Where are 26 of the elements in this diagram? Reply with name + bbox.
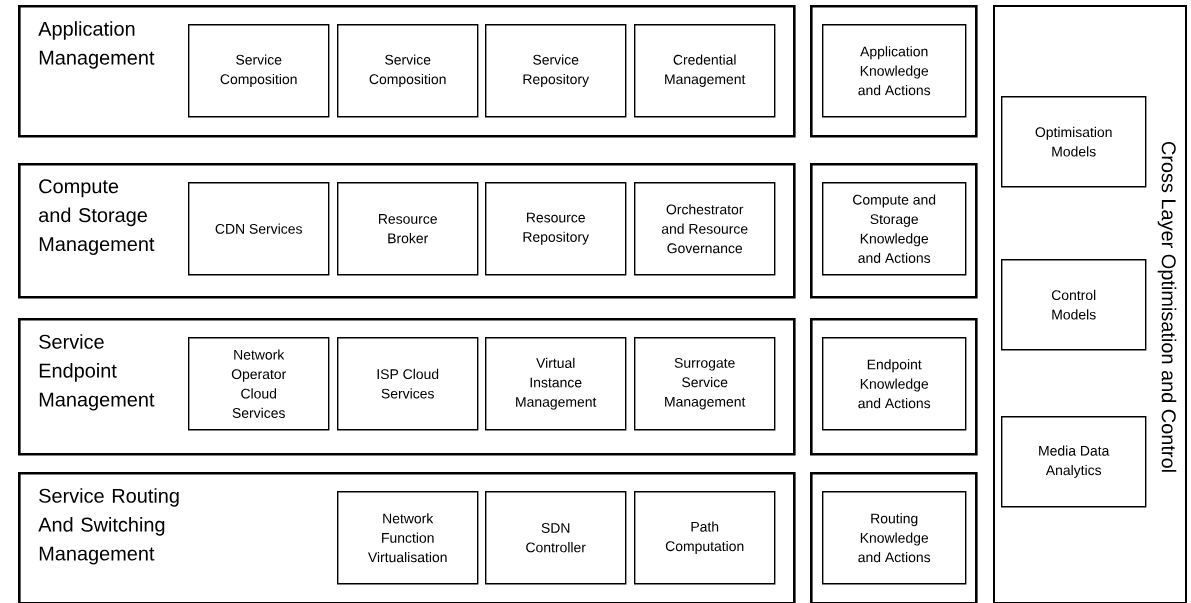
function-box: Optimisation Models (1001, 96, 1147, 188)
function-box: Network Function Virtualisation (337, 491, 479, 585)
function-box: Control Models (1001, 259, 1147, 351)
function-box: Virtual Instance Management (485, 337, 627, 431)
function-box: Network Operator Cloud Services (188, 337, 330, 431)
function-box: Path Computation (634, 491, 776, 585)
function-box: Compute and Storage Knowledge and Actions (822, 182, 967, 276)
function-box: Credential Management (634, 24, 776, 118)
knowledge-panel (810, 318, 978, 456)
function-box: Resource Repository (485, 182, 627, 276)
function-box: Service Composition (337, 24, 479, 118)
knowledge-panel (810, 163, 978, 299)
function-box: Application Knowledge and Actions (822, 24, 967, 118)
knowledge-panel (810, 472, 978, 603)
function-box: Media Data Analytics (1001, 416, 1147, 508)
function-box: Routing Knowledge and Actions (822, 491, 967, 585)
function-box: SDN Controller (485, 491, 627, 585)
function-box: Service Repository (485, 24, 627, 118)
knowledge-panel (810, 5, 978, 138)
function-box: Resource Broker (337, 182, 479, 276)
function-box: Orchestrator and Resource Governance (634, 182, 776, 276)
function-box: Endpoint Knowledge and Actions (822, 337, 967, 431)
function-box: Surrogate Service Management (634, 337, 776, 431)
function-box: Service Composition (188, 24, 330, 118)
function-box: ISP Cloud Services (337, 337, 479, 431)
function-box: CDN Services (188, 182, 330, 276)
